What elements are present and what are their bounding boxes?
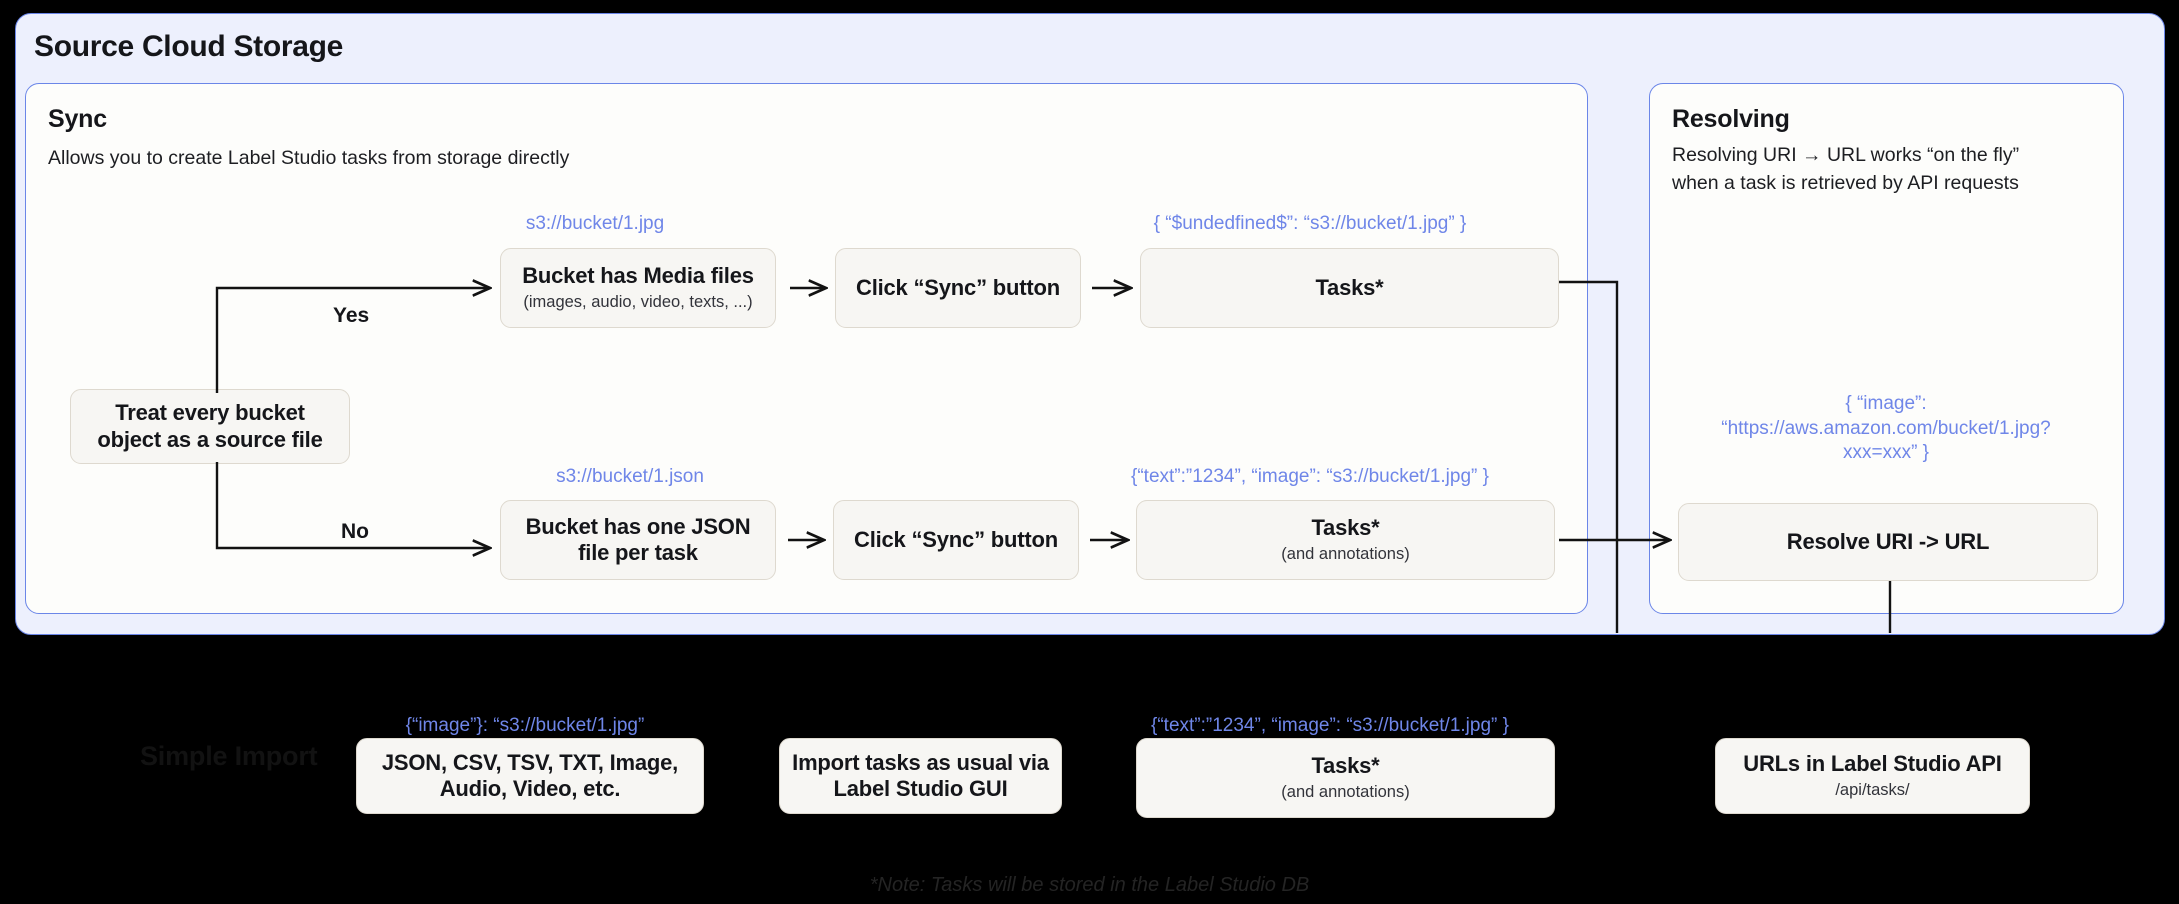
box-title: Click “Sync” button — [856, 274, 1060, 300]
box-title: Tasks* — [1311, 514, 1380, 540]
caption-task-json-text-image: {“text”:”1234”, “image”: “s3://bucket/1.… — [1131, 466, 1489, 487]
box-tasks-simple-import[interactable]: Tasks* (and annotations) — [1136, 738, 1555, 818]
sync-heading: Sync — [48, 105, 107, 133]
box-tasks-media[interactable]: Tasks* — [1140, 248, 1559, 328]
box-title: Resolve URI -> URL — [1786, 528, 1990, 554]
resolving-subtitle: Resolving URI → URL works “on the fly” w… — [1672, 144, 2020, 194]
box-subtitle: /api/tasks/ — [1835, 781, 1910, 800]
caption-task-json-undefined: { “$undedfined$”: “s3://bucket/1.jpg” } — [1153, 213, 1467, 234]
caption-simple-import-image: {“image”}: “s3://bucket/1.jpg” — [405, 715, 645, 736]
box-tasks-json[interactable]: Tasks* (and annotations) — [1136, 500, 1555, 580]
box-bucket-has-one-json-file[interactable]: Bucket has one JSON file per task — [500, 500, 776, 580]
box-supported-formats[interactable]: JSON, CSV, TSV, TXT, Image, Audio, Video… — [356, 738, 704, 814]
box-subtitle: (and annotations) — [1281, 545, 1410, 564]
box-title: URLs in Label Studio API — [1743, 750, 2002, 776]
caption-simple-import-tasks: {“text”:”1234”, “image”: “s3://bucket/1.… — [1151, 715, 1509, 736]
box-urls-in-label-studio-api[interactable]: URLs in Label Studio API /api/tasks/ — [1715, 738, 2030, 814]
box-title: Import tasks as usual via Label Studio G… — [792, 749, 1049, 801]
box-title: Tasks* — [1315, 274, 1384, 300]
box-title: Bucket has Media files — [522, 262, 754, 288]
box-subtitle: (and annotations) — [1281, 783, 1410, 802]
footnote: *Note: Tasks will be stored in the Label… — [869, 874, 1310, 896]
box-resolve-uri-to-url[interactable]: Resolve URI -> URL — [1678, 503, 2098, 581]
box-title: Treat every bucket object as a source fi… — [97, 400, 323, 452]
box-subtitle: (images, audio, video, texts, ...) — [523, 293, 753, 312]
box-title: Tasks* — [1311, 752, 1380, 778]
caption-s3-uri-jpg: s3://bucket/1.jpg — [525, 213, 665, 234]
resolving-heading: Resolving — [1672, 105, 1790, 133]
box-bucket-has-media-files[interactable]: Bucket has Media files (images, audio, v… — [500, 248, 776, 328]
branch-label-no: No — [341, 520, 369, 543]
simple-import-heading: Simple Import — [140, 741, 318, 771]
box-title: Click “Sync” button — [854, 526, 1058, 552]
sync-subtitle: Allows you to create Label Studio tasks … — [48, 147, 570, 169]
box-import-tasks-via-gui[interactable]: Import tasks as usual via Label Studio G… — [779, 738, 1062, 814]
box-click-sync-button-json[interactable]: Click “Sync” button — [833, 500, 1079, 580]
page-title: Source Cloud Storage — [34, 30, 344, 63]
box-treat-every-bucket-object[interactable]: Treat every bucket object as a source fi… — [70, 389, 350, 464]
branch-label-yes: Yes — [333, 304, 370, 327]
box-title: Bucket has one JSON file per task — [525, 513, 751, 565]
caption-resolved-url-json: { “image”: “https://aws.amazon.com/bucke… — [1721, 393, 2051, 464]
caption-s3-uri-json: s3://bucket/1.json — [556, 466, 704, 487]
box-click-sync-button-media[interactable]: Click “Sync” button — [835, 248, 1081, 328]
box-title: JSON, CSV, TSV, TXT, Image, Audio, Video… — [381, 749, 679, 801]
